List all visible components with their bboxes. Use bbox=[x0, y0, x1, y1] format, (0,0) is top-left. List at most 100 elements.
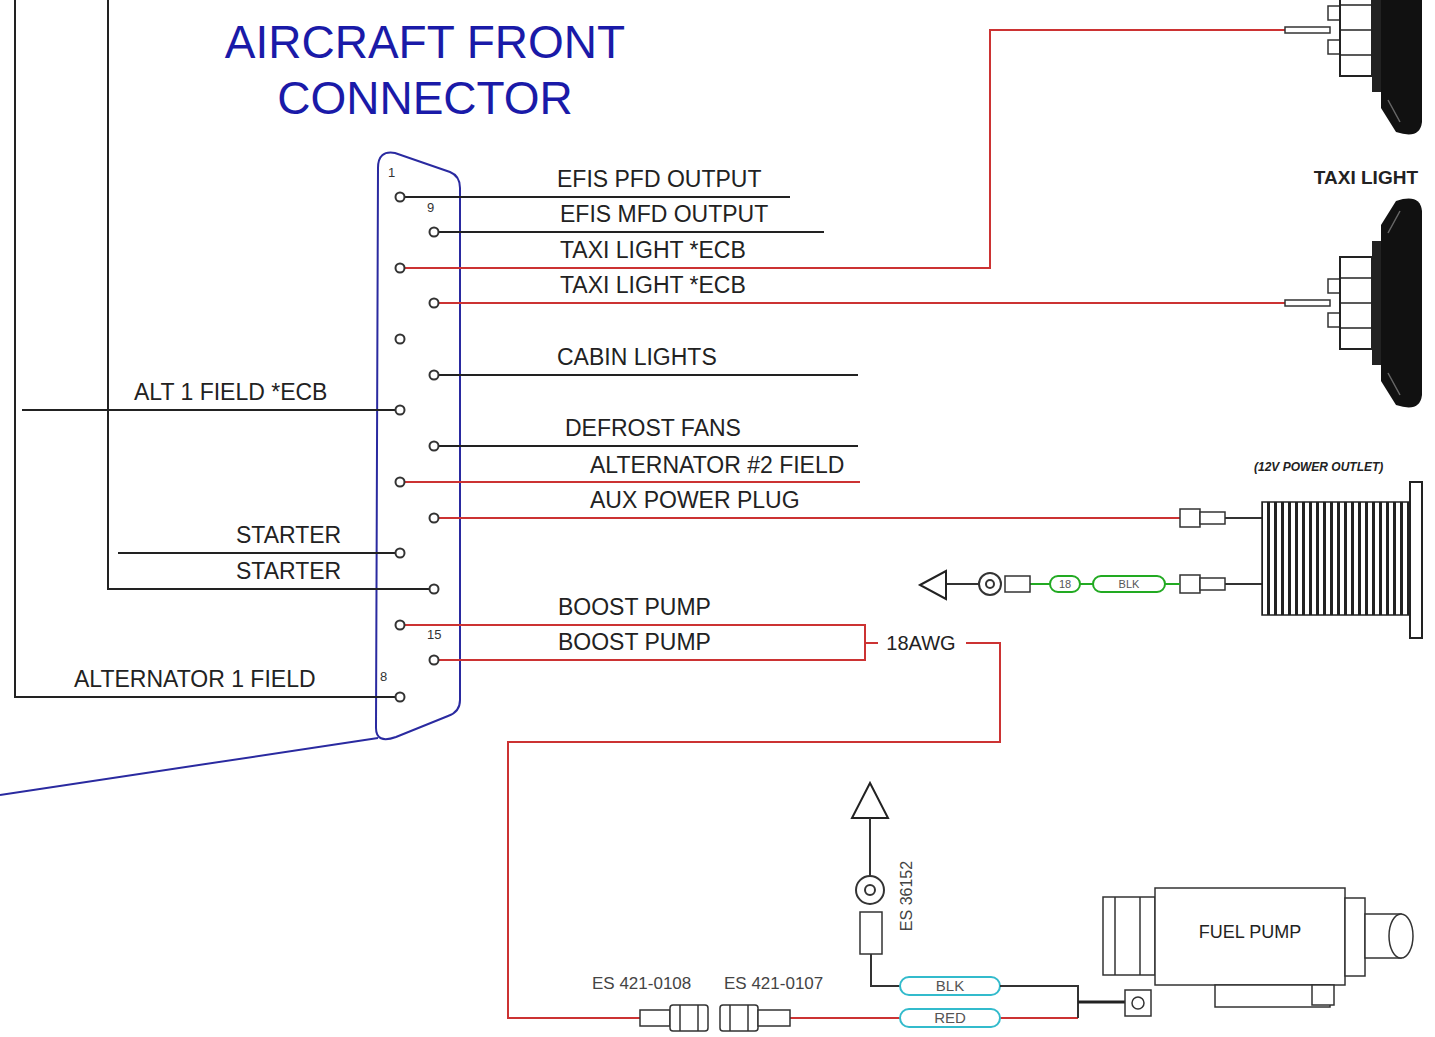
connector-pin bbox=[396, 406, 405, 415]
power-outlet-drawing bbox=[1180, 509, 1200, 527]
power-outlet-drawing bbox=[1410, 482, 1422, 638]
part-number: ES 421-0108 bbox=[592, 974, 691, 994]
pump-ground-wire bbox=[871, 954, 900, 986]
fuel-pump-drawing bbox=[1125, 990, 1151, 1016]
fuel-pump-drawing bbox=[1139, 897, 1141, 975]
taxi-light-lamp bbox=[1285, 199, 1422, 408]
connector-pin bbox=[430, 514, 439, 523]
taxi-light-lamp bbox=[1285, 0, 1422, 134]
red-wire bbox=[508, 643, 1000, 1018]
outlet-ground-wire bbox=[1093, 576, 1165, 592]
signal-name: BOOST PUMP bbox=[558, 629, 711, 655]
connector-pin bbox=[396, 693, 405, 702]
red-wire bbox=[405, 30, 1285, 1018]
pump-ground-wire bbox=[852, 783, 1125, 1027]
connector-pin bbox=[396, 193, 405, 202]
pump-ground-wire bbox=[869, 818, 871, 876]
power-outlet-drawing bbox=[1200, 512, 1225, 524]
fuel-pump-drawing bbox=[1155, 888, 1345, 985]
signal-name: ALT 1 FIELD *ECB bbox=[134, 379, 327, 405]
taxi-light-lamp bbox=[1285, 0, 1422, 407]
connector-pin bbox=[430, 442, 439, 451]
black-wire bbox=[439, 231, 824, 233]
fuel-pump-drawing bbox=[1103, 897, 1155, 975]
pump-ground-wire bbox=[1078, 1001, 1125, 1004]
power-outlet-drawing bbox=[1200, 578, 1225, 590]
outlet-ground-wire bbox=[946, 583, 979, 585]
inline-connector bbox=[640, 1010, 670, 1026]
signal-name: ALTERNATOR 1 FIELD bbox=[74, 666, 316, 692]
pump-ground-wire bbox=[860, 912, 882, 954]
pump-ground-wire bbox=[1000, 986, 1078, 1018]
part-number: ES 36152 bbox=[898, 861, 916, 931]
connector-pin bbox=[430, 585, 439, 594]
pin-number: 9 bbox=[427, 201, 434, 216]
fuel-pump-drawing bbox=[1312, 985, 1334, 1005]
signal-name: AUX POWER PLUG bbox=[590, 487, 800, 513]
node-label: FUEL PUMP bbox=[1155, 922, 1345, 943]
inline-connector bbox=[758, 1010, 790, 1026]
black-wire bbox=[15, 0, 858, 697]
red-wire bbox=[790, 1017, 900, 1019]
power-outlet-drawing bbox=[1262, 502, 1410, 615]
black-wire bbox=[439, 374, 858, 376]
signal-name: CABIN LIGHTS bbox=[557, 344, 717, 370]
pump-ground-wire bbox=[852, 783, 888, 818]
fuel-pump-drawing bbox=[1114, 897, 1116, 975]
inline-connector bbox=[697, 1005, 699, 1031]
diagram-title: AIRCRAFT FRONT CONNECTOR bbox=[195, 14, 655, 126]
black-wire bbox=[405, 196, 790, 198]
pump-ground-wire bbox=[900, 977, 1000, 995]
signal-name: DEFROST FANS bbox=[565, 415, 741, 441]
outlet-ground-wire bbox=[1165, 583, 1180, 585]
outlet-ground-wire bbox=[1030, 583, 1050, 585]
red-wire bbox=[405, 481, 860, 483]
wire-marker: BLK bbox=[1119, 578, 1140, 591]
fuel-pump-drawing bbox=[1103, 888, 1413, 1016]
connector-pin bbox=[396, 264, 405, 273]
fuel-pump-drawing bbox=[1345, 898, 1365, 976]
black-wire bbox=[118, 552, 395, 554]
fuel-pump: FUEL PUMP bbox=[1155, 888, 1345, 985]
connector-pin bbox=[396, 193, 439, 702]
inline-connector bbox=[640, 1005, 790, 1031]
red-wire bbox=[439, 302, 1285, 304]
power-outlet-drawing bbox=[1225, 517, 1262, 519]
outlet-ground-wire bbox=[1080, 583, 1093, 585]
signal-name: TAXI LIGHT *ECB bbox=[560, 272, 746, 298]
red-wire bbox=[1000, 1017, 1078, 1019]
power-outlet-drawing bbox=[1180, 575, 1200, 593]
outlet-ground-wire bbox=[986, 580, 994, 588]
taxi-light: TAXI LIGHT bbox=[1280, 165, 1430, 415]
part-number: ES 421-0107 bbox=[724, 974, 823, 994]
inline-connector bbox=[720, 1005, 758, 1031]
fuel-pump-drawing bbox=[1389, 914, 1413, 958]
wire-marker: RED bbox=[934, 1009, 966, 1026]
inline-connector bbox=[679, 1005, 681, 1031]
signal-name: TAXI LIGHT *ECB bbox=[560, 237, 746, 263]
connector-pin bbox=[430, 228, 439, 237]
power-outlet: (12V POWER OUTLET) bbox=[1246, 458, 1428, 643]
fuel-pump-drawing bbox=[1132, 997, 1144, 1009]
inline-connector bbox=[670, 1005, 708, 1031]
connector-pin bbox=[396, 335, 405, 344]
wire-gauge: 18AWG bbox=[886, 632, 955, 655]
connector-pin bbox=[430, 299, 439, 308]
red-wire bbox=[405, 625, 865, 660]
black-wire bbox=[22, 409, 395, 411]
signal-name: BOOST PUMP bbox=[558, 594, 711, 620]
outlet-ground-wire bbox=[1050, 576, 1080, 592]
outlet-ground-wire bbox=[979, 573, 1001, 595]
node-label: (12V POWER OUTLET) bbox=[1254, 460, 1428, 474]
red-wire bbox=[865, 642, 878, 644]
connector-pin bbox=[430, 656, 439, 665]
black-wire bbox=[439, 445, 858, 447]
power-outlet-drawing bbox=[1180, 482, 1422, 638]
connector-shell bbox=[0, 738, 378, 795]
connector-pin bbox=[396, 478, 405, 487]
inline-connector bbox=[747, 1005, 749, 1031]
pump-ground-wire bbox=[865, 885, 875, 895]
connector-pin bbox=[396, 621, 405, 630]
